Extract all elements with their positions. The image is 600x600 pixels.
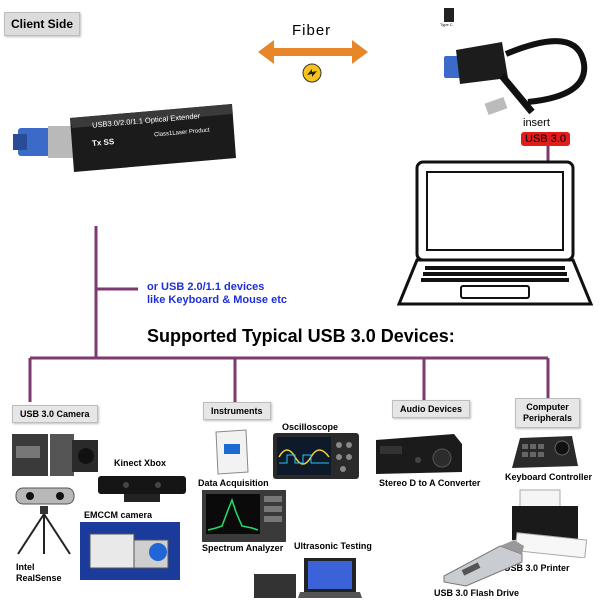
- fiber-label: Fiber: [292, 22, 332, 39]
- flash-drive-label: USB 3.0 Flash Drive: [434, 588, 520, 598]
- usb-camera-image: [12, 434, 98, 476]
- data-acquisition-label: Data Acquisition: [198, 478, 269, 488]
- usb30-badge: USB 3.0: [521, 132, 570, 146]
- optical-extender-image: [13, 104, 236, 172]
- adapter-type-c-label: Type C: [440, 22, 453, 27]
- oscilloscope-image: [273, 433, 359, 479]
- emccm-label: EMCCM camera: [84, 510, 153, 520]
- spectrum-analyzer-image: [202, 490, 286, 542]
- usb2-note-line2: like Keyboard & Mouse etc: [147, 294, 287, 306]
- kinect-image: [98, 476, 186, 502]
- flash-drive-image: [443, 540, 524, 587]
- keyboard-controller-image: [512, 436, 578, 468]
- realsense-label: Intel RealSense: [16, 562, 62, 583]
- data-acquisition-image: [215, 429, 249, 475]
- extender-label-tx: Tx SS: [91, 137, 115, 148]
- client-side-label: Client Side: [4, 12, 81, 36]
- usb-c-adapter-image: [444, 8, 588, 116]
- insert-label: insert: [523, 117, 550, 129]
- ultrasonic-label: Ultrasonic Testing: [294, 541, 372, 551]
- stereo-converter-image: [376, 434, 462, 474]
- oscilloscope-label: Oscilloscope: [282, 422, 339, 432]
- printer-label: USB 3.0 Printer: [504, 563, 570, 573]
- realsense-image: [15, 487, 75, 555]
- ultrasonic-testing-image: [254, 558, 362, 598]
- usb2-note-line1: or USB 2.0/1.1 devices: [147, 281, 265, 293]
- printer-image: [512, 489, 588, 558]
- fiber-signal-icon: [302, 63, 322, 83]
- stereo-converter-label: Stereo D to A Converter: [379, 478, 481, 488]
- emccm-camera-image: [80, 522, 180, 580]
- supported-devices-heading: Supported Typical USB 3.0 Devices:: [147, 326, 455, 346]
- category-audio-devices: Audio Devices: [392, 400, 471, 418]
- category-instruments: Instruments: [203, 402, 271, 420]
- category-computer-peripherals: Computer Peripherals: [515, 398, 581, 428]
- kinect-label: Kinect Xbox: [114, 458, 167, 468]
- spectrum-analyzer-label: Spectrum Analyzer: [202, 543, 284, 553]
- laptop-icon: [396, 160, 594, 306]
- fiber-double-arrow: [258, 40, 368, 64]
- category-usb-camera: USB 3.0 Camera: [12, 405, 98, 423]
- keyboard-controller-label: Keyboard Controller: [505, 472, 593, 482]
